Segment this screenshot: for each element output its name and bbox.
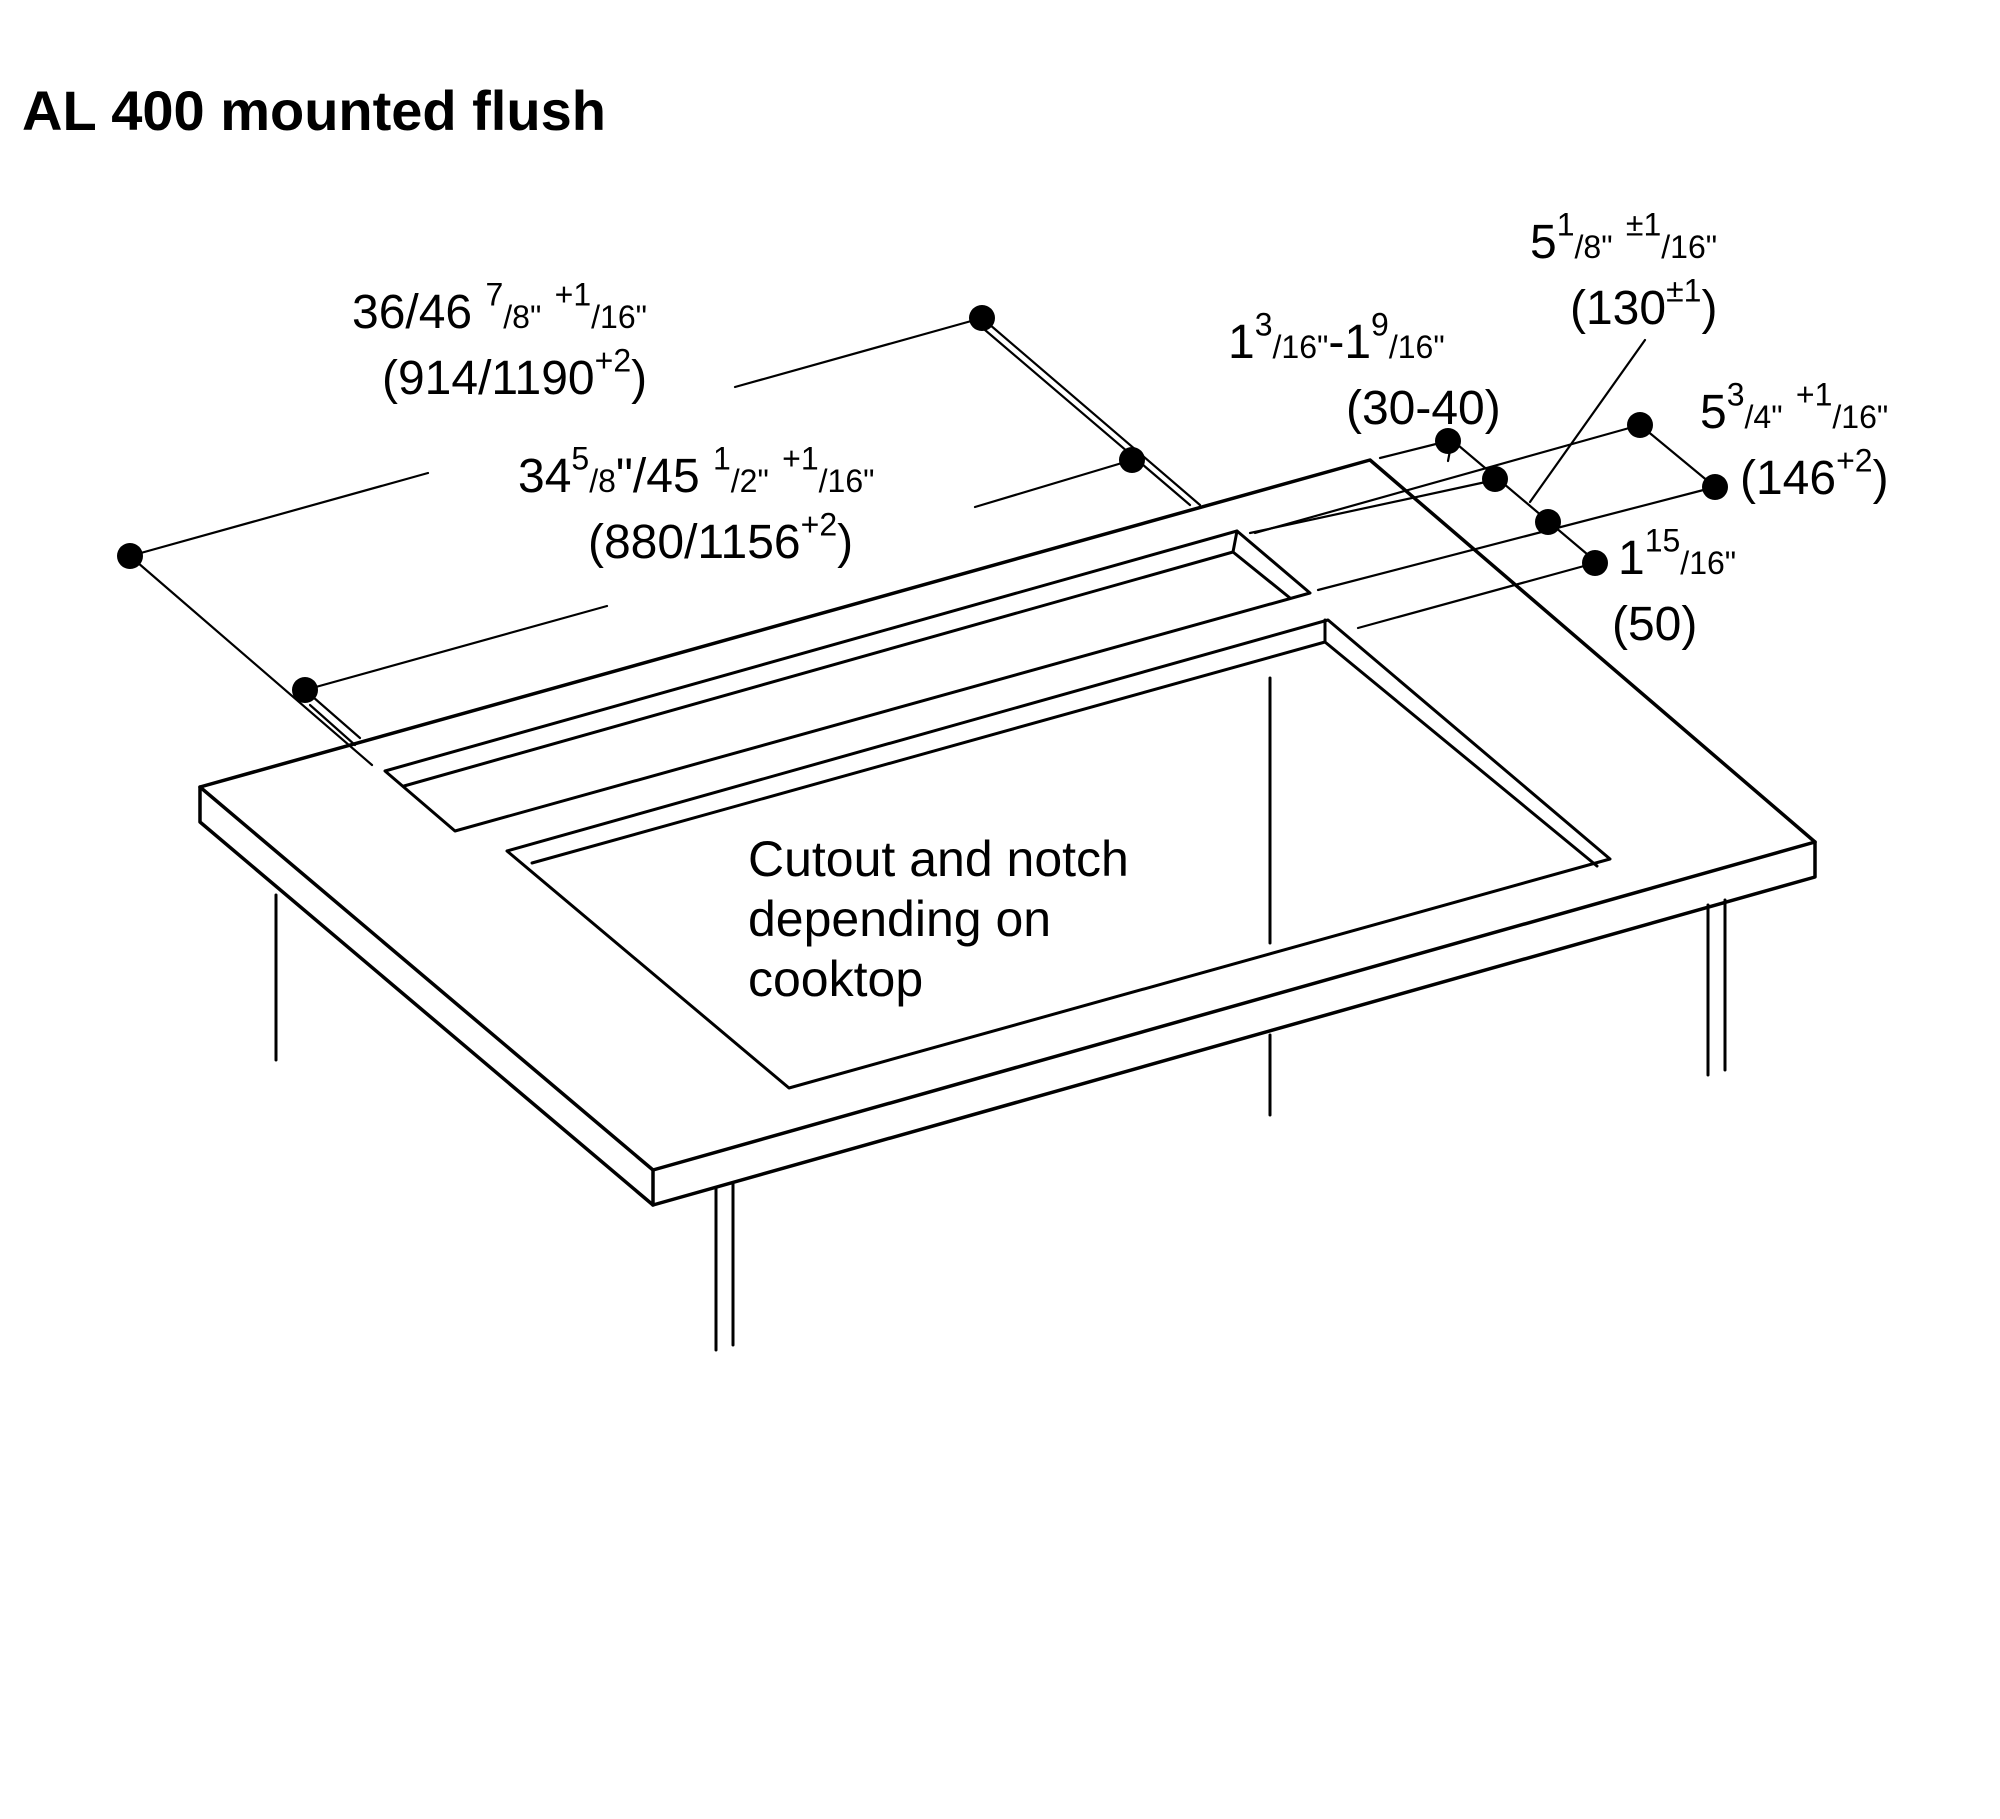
cabinet-supports — [274, 893, 1727, 1352]
cutout-note-line: Cutout and notch — [748, 831, 1129, 887]
cutout-width-label: 345/8"/45 1/2" +1/16" (880/1156+2) — [518, 440, 875, 569]
marker-dot — [969, 305, 995, 331]
marker-dot — [1582, 550, 1608, 576]
cooktop-cutout — [505, 618, 1612, 1117]
depth-back-label: 53/4" +1/16" (146+2) — [1700, 376, 1889, 505]
gap-dimension-label: 13/16"-19/16" (30-40) — [1228, 306, 1501, 435]
dimension-markers — [117, 305, 1728, 703]
marker-dot — [1627, 412, 1653, 438]
overall-width-label: 36/46 7/8" +1/16" (914/1190+2) — [352, 276, 648, 405]
marker-dot — [1535, 509, 1561, 535]
cutout-note-line: depending on — [748, 891, 1052, 947]
marker-dot — [292, 677, 318, 703]
depth-total-label: 51/8" ±1/16" (130±1) — [1530, 206, 1718, 335]
marker-dot — [1702, 474, 1728, 500]
cutout-note-line: cooktop — [748, 951, 924, 1007]
marker-dot — [117, 543, 143, 569]
marker-dot — [1119, 447, 1145, 473]
depth-front-label: 115/16" (50) — [1612, 522, 1737, 651]
countertop-slab — [198, 458, 1817, 1207]
dimension-lines — [128, 316, 1717, 767]
marker-dot — [1435, 428, 1461, 454]
marker-dot — [1482, 466, 1508, 492]
cutout-note: Cutout and notch depending on cooktop — [748, 829, 1129, 1009]
downdraft-slot — [383, 529, 1312, 833]
diagram-title: AL 400 mounted flush — [22, 79, 606, 142]
